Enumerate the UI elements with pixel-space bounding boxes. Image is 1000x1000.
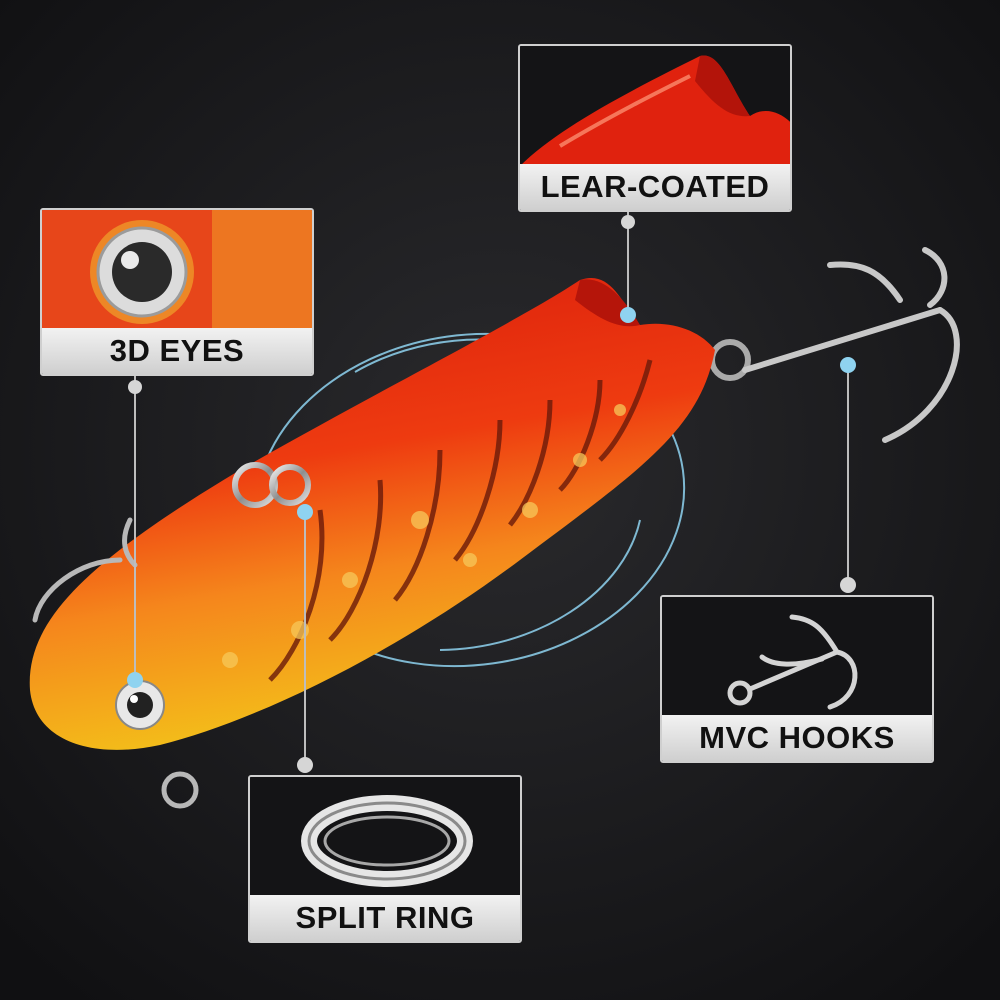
belly-hook [32,517,199,809]
callout-lear-coated: LEAR-COATED [518,44,792,212]
callout-label: 3D EYES [42,328,312,374]
callout-label: SPLIT RING [250,895,520,941]
eye-closeup-icon [42,210,312,332]
split-ring-icon [250,777,520,899]
callout-label: LEAR-COATED [520,164,790,210]
rear-treble-hook [709,247,960,443]
coated-fin-closeup-icon [520,46,790,168]
connector-dots [127,215,856,773]
top-split-ring [232,462,311,508]
callout-mvc-hooks: MVC HOOKS [660,595,934,763]
connector-lines [134,212,849,765]
callout-split-ring: SPLIT RING [248,775,522,943]
treble-hook-icon [662,597,932,719]
callout-label: MVC HOOKS [662,715,932,761]
callout-3d-eyes: 3D EYES [40,208,314,376]
